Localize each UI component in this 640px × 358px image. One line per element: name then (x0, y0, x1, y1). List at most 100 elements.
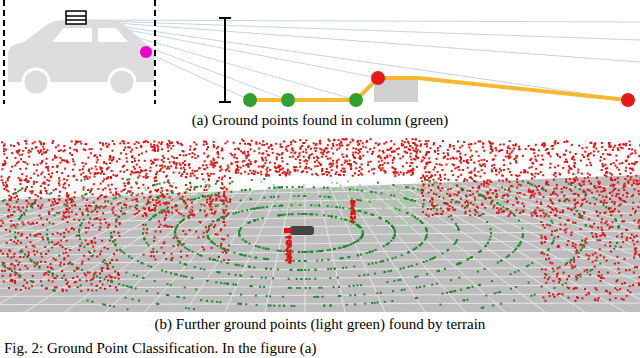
cloud-point (60, 262, 62, 264)
cloud-point (300, 148, 302, 150)
cloud-point (52, 208, 54, 210)
cloud-point (163, 171, 165, 173)
cloud-point (167, 166, 169, 168)
cloud-point (206, 143, 208, 145)
cloud-point (211, 212, 213, 214)
cloud-point (547, 205, 549, 207)
cloud-point (116, 193, 118, 195)
cloud-point (152, 161, 154, 163)
cloud-point (146, 173, 148, 175)
cloud-point (32, 142, 34, 144)
cloud-point (41, 153, 43, 155)
cloud-point (73, 229, 75, 231)
cloud-point (167, 158, 169, 160)
cloud-point (50, 267, 52, 269)
cloud-point (320, 152, 322, 154)
cloud-point (108, 224, 110, 226)
cloud-point (387, 162, 389, 164)
cloud-point (136, 200, 138, 202)
cloud-point (99, 155, 101, 157)
cloud-point (191, 202, 193, 204)
cloud-point (235, 161, 237, 163)
cloud-point (190, 175, 192, 177)
cloud-point (136, 212, 138, 214)
cloud-point (361, 168, 363, 170)
cloud-point (163, 157, 165, 159)
cloud-point (222, 177, 224, 179)
cloud-point (216, 181, 218, 183)
cloud-point (90, 241, 92, 243)
cloud-point (409, 165, 411, 167)
cloud-point (131, 187, 133, 189)
cloud-point (321, 168, 323, 170)
cloud-point (305, 159, 307, 161)
cloud-point (417, 157, 419, 159)
cloud-point (83, 186, 85, 188)
cloud-point (90, 205, 92, 207)
cloud-point (105, 276, 107, 278)
cloud-point (276, 171, 278, 173)
cloud-point (169, 161, 171, 163)
cloud-point (285, 172, 287, 174)
cloud-point (193, 141, 195, 143)
cloud-point (152, 209, 154, 211)
cloud-point (353, 156, 355, 158)
cloud-point (239, 143, 241, 145)
cloud-point (4, 270, 6, 272)
cloud-point (82, 162, 84, 164)
cloud-point (107, 248, 109, 250)
cloud-point (576, 179, 578, 181)
cloud-point (9, 206, 11, 208)
cloud-point (207, 175, 209, 177)
cloud-point (398, 147, 400, 149)
cloud-point (186, 205, 188, 207)
cloud-point (378, 166, 380, 168)
cloud-point (179, 154, 181, 156)
cloud-point (32, 245, 34, 247)
cloud-point (36, 222, 38, 224)
cloud-point (142, 184, 144, 186)
cloud-point (610, 163, 612, 165)
cloud-point (182, 162, 184, 164)
cloud-point (131, 161, 133, 163)
cloud-point (240, 167, 242, 169)
cloud-point (77, 141, 79, 143)
cloud-point (83, 165, 85, 167)
cloud-point (366, 141, 368, 143)
cloud-point (107, 184, 109, 186)
cloud-point (74, 164, 76, 166)
cloud-point (27, 268, 29, 270)
cloud-point (192, 170, 194, 172)
cloud-point (31, 192, 33, 194)
cloud-point (62, 290, 64, 292)
cloud-point (317, 165, 319, 167)
cloud-point (136, 147, 138, 149)
cloud-point (450, 158, 452, 160)
cloud-point (203, 141, 205, 143)
cloud-point (72, 169, 74, 171)
cloud-point (294, 141, 296, 143)
cloud-point (347, 163, 349, 165)
cloud-point (293, 166, 295, 168)
cloud-point (536, 201, 538, 203)
cloud-point (290, 141, 292, 143)
cloud-point (352, 147, 354, 149)
cloud-point (74, 191, 76, 193)
cloud-point (415, 148, 417, 150)
cloud-point (318, 162, 320, 164)
cloud-point (365, 146, 367, 148)
cloud-point (379, 150, 381, 152)
cloud-point (354, 172, 356, 174)
cloud-point (321, 149, 323, 151)
cloud-point (583, 156, 585, 158)
cloud-point (599, 194, 601, 196)
cloud-point (407, 170, 409, 172)
cloud-point (26, 237, 28, 239)
cloud-point (181, 173, 183, 175)
cloud-point (47, 168, 49, 170)
cloud-point (96, 218, 98, 220)
cloud-point (9, 230, 11, 232)
cloud-point (261, 158, 263, 160)
cloud-point (119, 142, 121, 144)
cloud-point (95, 272, 97, 274)
